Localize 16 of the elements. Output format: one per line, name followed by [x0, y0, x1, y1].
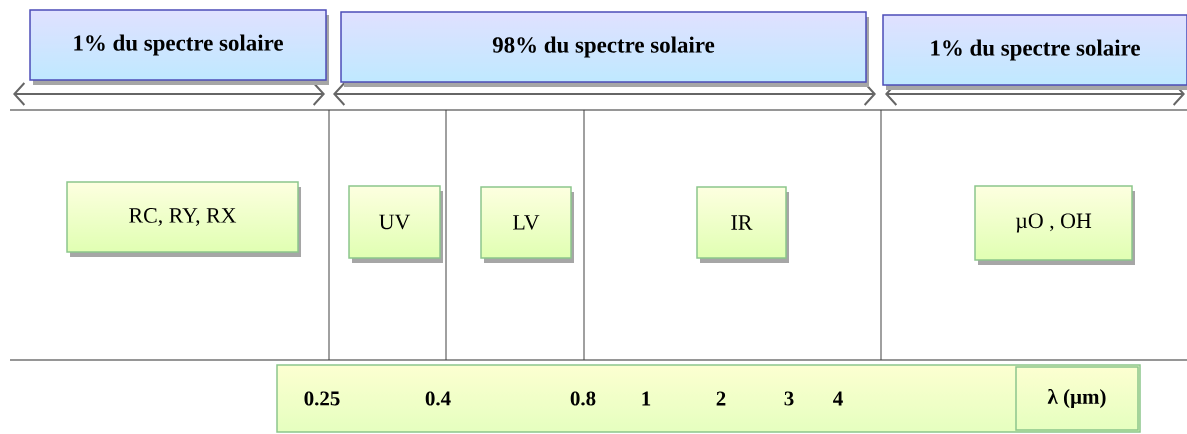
region-box: µO , OH: [974, 185, 1135, 265]
tick-label: 2: [716, 391, 726, 406]
tick-label: 4: [833, 391, 843, 406]
band-box: 1% du spectre solaire: [882, 14, 1187, 90]
tick-label: 0.8: [570, 391, 596, 406]
region-box: IR: [696, 186, 789, 263]
region-box: UV: [348, 185, 443, 263]
band-box: 1% du spectre solaire: [29, 9, 329, 85]
band-box: 98% du spectre solaire: [340, 11, 869, 87]
region-box: RC, RY, RX: [66, 181, 301, 257]
unit-box: λ (µm): [1015, 366, 1139, 431]
tick-label: 0.25: [304, 391, 340, 406]
region-box: LV: [480, 186, 574, 263]
tick-label: 1: [642, 391, 651, 406]
tick-label: 3: [784, 391, 794, 406]
tick-label: 0.4: [425, 391, 451, 406]
